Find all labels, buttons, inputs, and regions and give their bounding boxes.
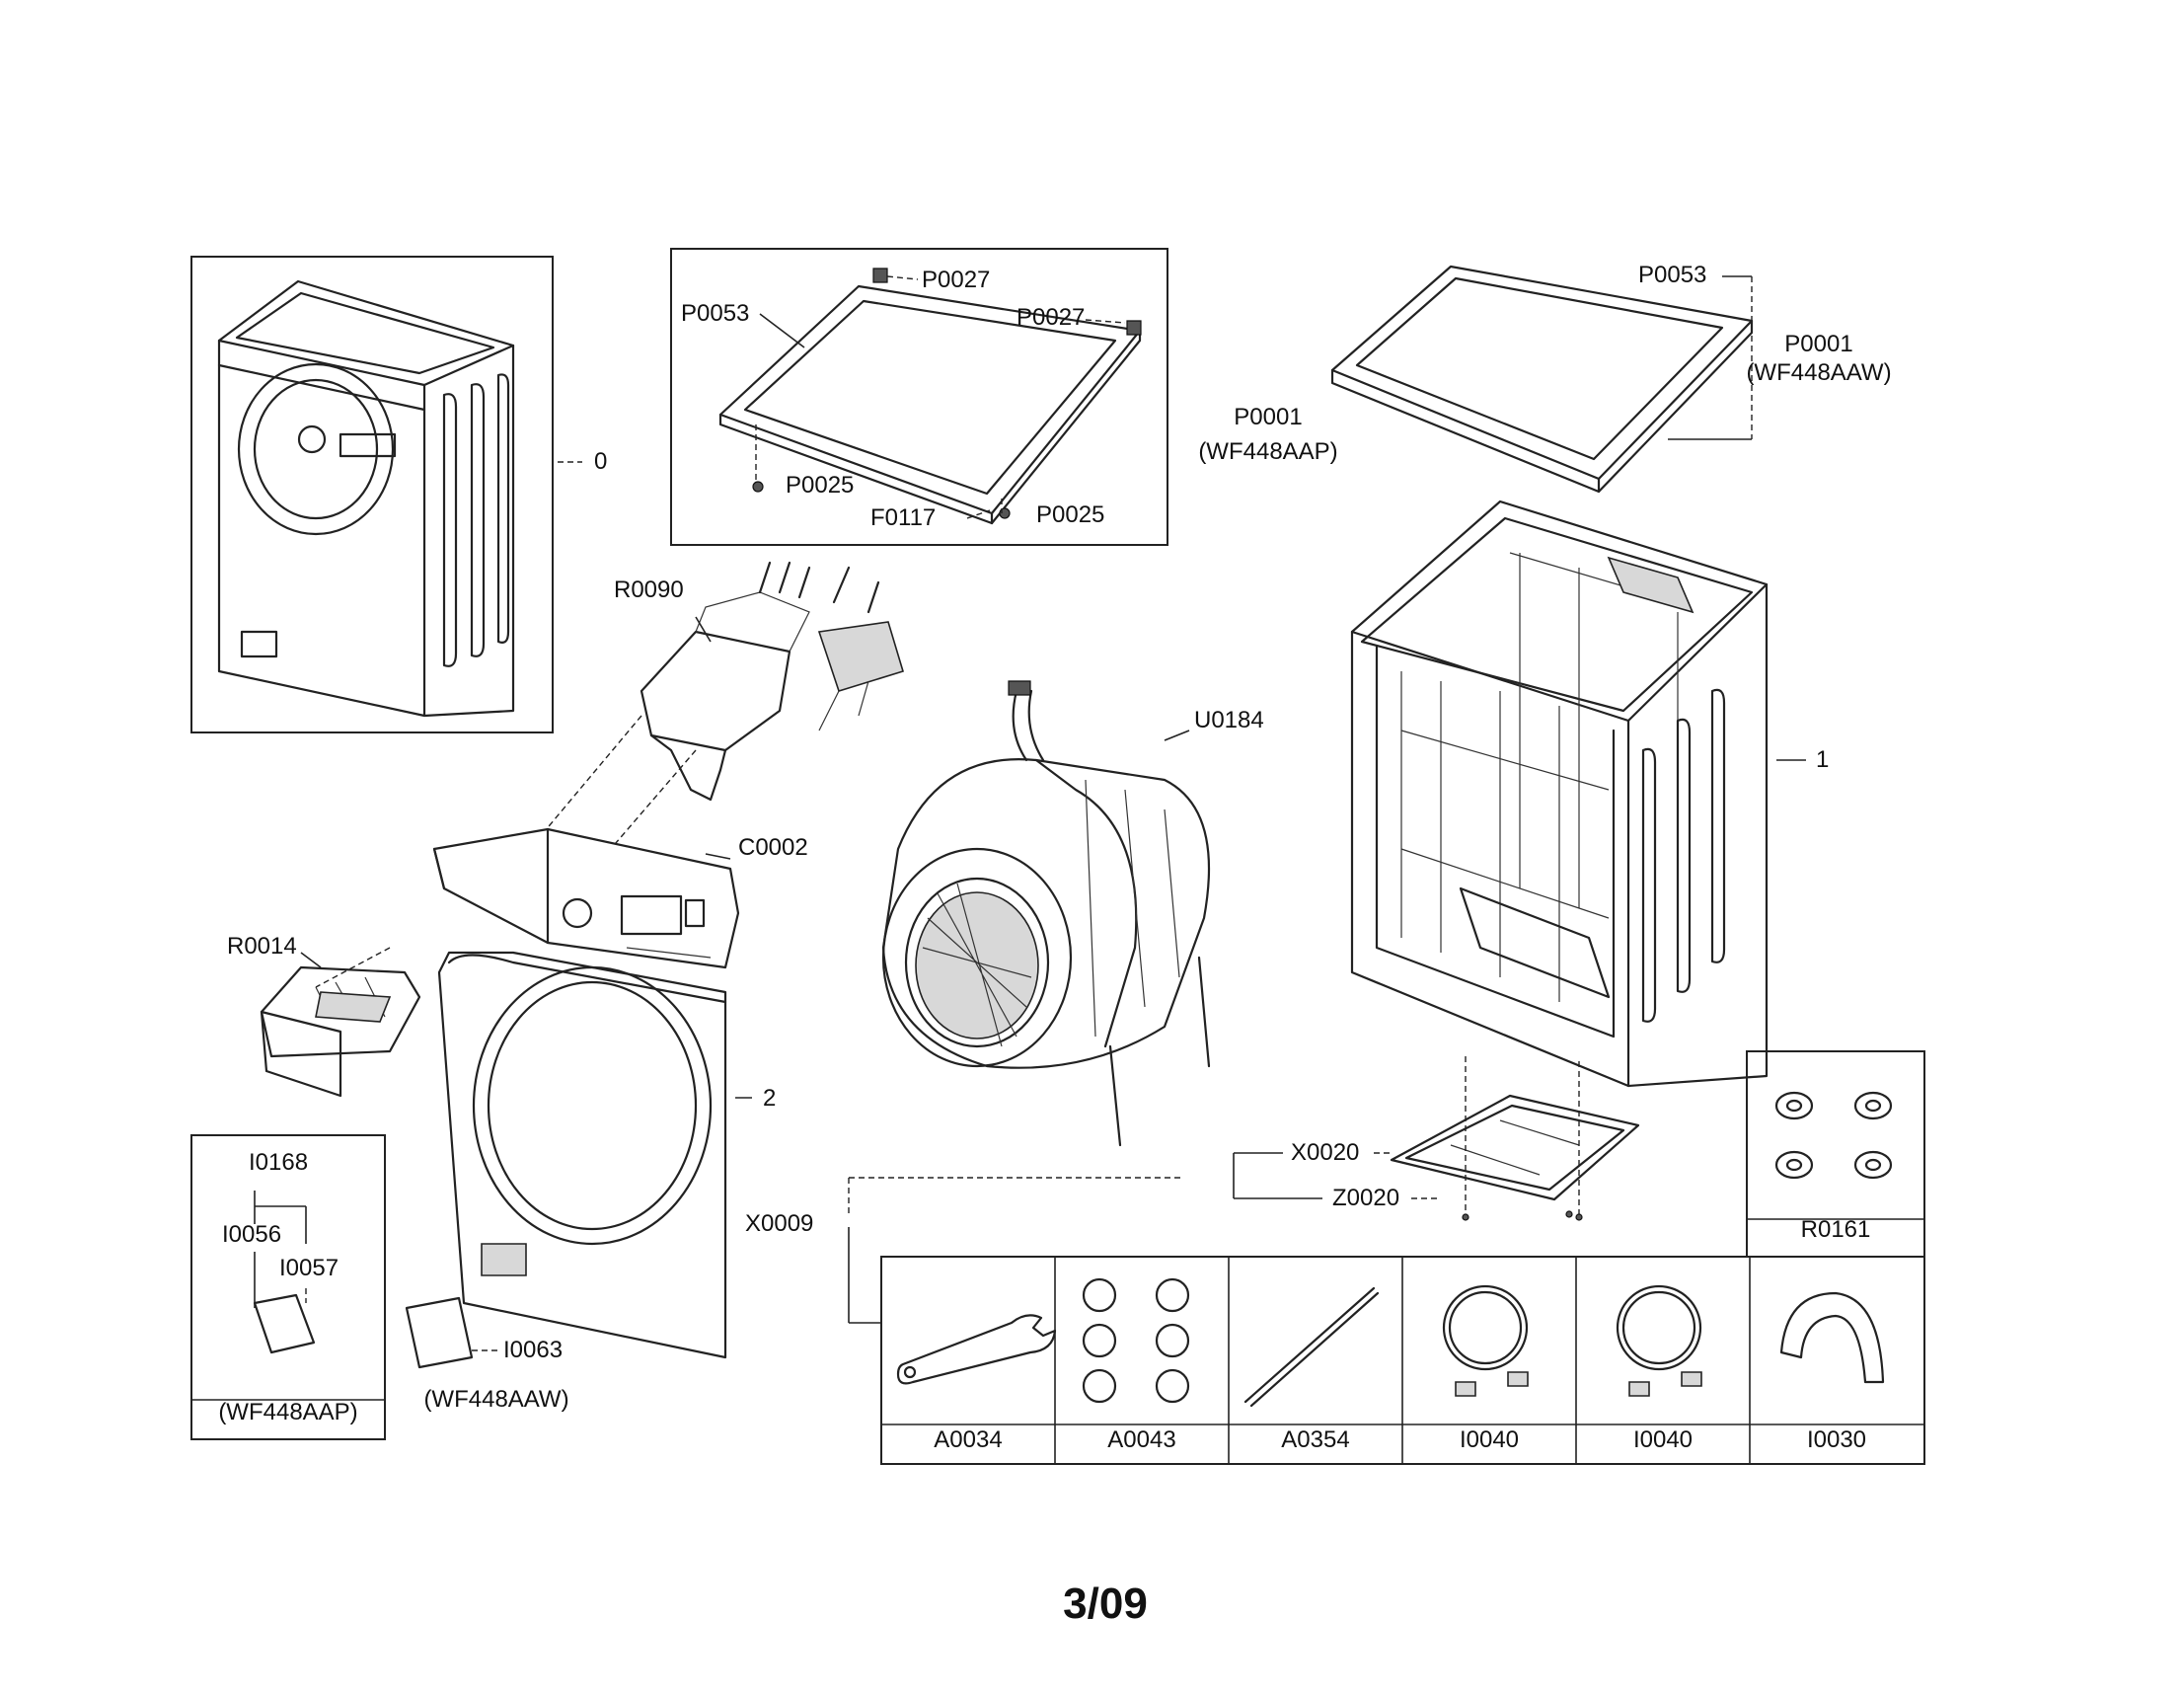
callout-p0001-aap: P0001 (1234, 404, 1303, 430)
service-door-figure (405, 1296, 498, 1369)
detergent-drawer-figure (260, 947, 421, 1098)
callout-2: 2 (763, 1085, 777, 1112)
callout-1: 1 (1816, 746, 1830, 773)
inlet-hose-icon (1616, 1284, 1702, 1397)
i0168-box-figure (190, 1134, 386, 1440)
callout-p0025-right: P0025 (1036, 501, 1105, 528)
callout-x0020: X0020 (1291, 1139, 1360, 1166)
accessory-code-a0034: A0034 (934, 1426, 1003, 1453)
callout-x0009: X0009 (745, 1210, 814, 1237)
front-panel-figure (437, 951, 752, 1359)
callout-r0014: R0014 (227, 933, 297, 960)
callout-p0001-aap-model: (WF448AAP) (1198, 438, 1338, 465)
callout-f0117: F0117 (870, 504, 937, 531)
inlet-hose-icon (1442, 1284, 1529, 1397)
callout-0: 0 (594, 448, 608, 475)
accessory-code-a0043: A0043 (1107, 1426, 1176, 1453)
model-note-wf448aap: (WF448AAP) (218, 1399, 358, 1425)
accessory-code-i0040-1: I0040 (1459, 1426, 1520, 1453)
callout-r0161: R0161 (1800, 1216, 1871, 1243)
callout-p0001-aaw: P0001 (1784, 331, 1853, 357)
callout-i0168: I0168 (249, 1149, 309, 1176)
top-cover-wf448aaw-figure (1330, 265, 1754, 494)
accessory-code-a0354: A0354 (1281, 1426, 1350, 1453)
page-number: 3/09 (1063, 1579, 1148, 1628)
cabinet-figure (1350, 500, 1806, 1088)
callout-p0027-top: P0027 (922, 267, 991, 293)
callout-p0053-box: P0053 (681, 300, 750, 327)
callout-z0020: Z0020 (1332, 1185, 1400, 1211)
callout-c0002: C0002 (738, 834, 808, 861)
accessory-code-i0040-2: I0040 (1632, 1426, 1694, 1453)
control-panel-figure (432, 827, 740, 969)
tub-drum-figure (881, 680, 1211, 1147)
callout-i0063: I0063 (503, 1337, 564, 1363)
accessory-code-i0030: I0030 (1806, 1426, 1867, 1453)
callout-p0053-right: P0053 (1638, 262, 1707, 288)
callout-i0057: I0057 (279, 1255, 339, 1281)
cable-tie-icon (1243, 1286, 1380, 1408)
callout-r0090: R0090 (614, 577, 684, 603)
callout-p0027-right: P0027 (1017, 304, 1086, 331)
model-note-wf448aaw: (WF448AAW) (423, 1386, 569, 1413)
wrench-icon (896, 1314, 1057, 1385)
accessories-strip-figure (848, 1177, 1925, 1465)
callout-p0001-aaw-model: (WF448AAW) (1746, 359, 1892, 386)
callout-i0056: I0056 (222, 1221, 282, 1248)
hose-guide-icon (1779, 1291, 1885, 1384)
callout-u0184: U0184 (1194, 707, 1264, 733)
washer-assembly-figure (190, 256, 582, 733)
hole-caps-icon (1082, 1277, 1190, 1404)
dispenser-housing-figure (512, 561, 904, 894)
base-cover-figure (1233, 1056, 1640, 1221)
callout-p0025-left: P0025 (786, 472, 855, 499)
top-cover-box-figure (670, 248, 1168, 546)
